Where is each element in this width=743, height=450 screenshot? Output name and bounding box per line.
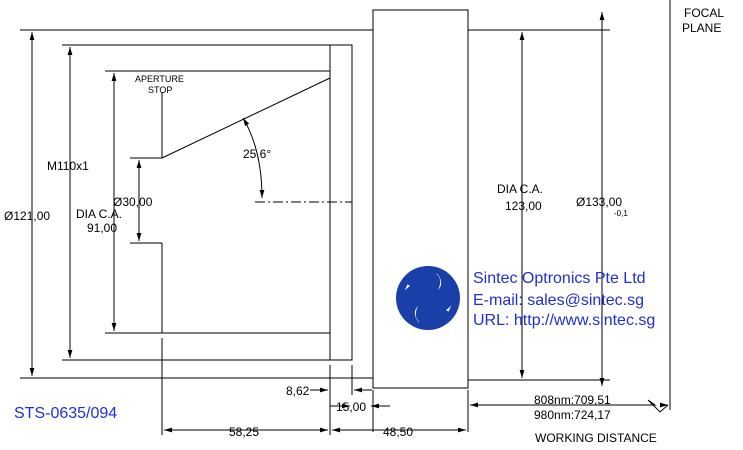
dim-15-00: 15,00 — [336, 400, 366, 414]
diameter-133-label: Ø133,00 — [576, 195, 622, 209]
dimension-texts: FOCAL PLANE APERTURE STOP M110x1 Ø121,00… — [4, 6, 724, 445]
tolerance-label: -0,1 — [614, 209, 628, 218]
dim-58-25: 58,25 — [229, 425, 259, 439]
dim-8-62: 8,62 — [286, 384, 310, 398]
aperture-stop-label-2: STOP — [148, 85, 172, 95]
angle-label: 25,6° — [243, 147, 271, 161]
focal-plane-label-1: FOCAL — [684, 6, 724, 20]
thread-label: M110x1 — [47, 159, 89, 173]
company-info: Sintec Optronics Pte Ltd E-mail: sales@s… — [473, 270, 655, 329]
aperture-stop-label-1: APERTURE — [135, 74, 184, 84]
right-clear-aperture-label: DIA C.A. — [497, 182, 543, 196]
outer-diameter-label: Ø121,00 — [4, 209, 50, 223]
stop-diameter-label: Ø30,00 — [113, 195, 153, 209]
company-logo — [396, 266, 460, 330]
dimension-lines — [29, 12, 669, 433]
part-number: STS-0635/094 — [14, 405, 117, 422]
dim-48-50: 48,50 — [383, 425, 413, 439]
left-clear-aperture-label: DIA C.A. — [76, 207, 122, 221]
working-distance-980: 980nm:724,17 — [534, 408, 611, 422]
working-distance-808: 808nm:709,51 — [534, 393, 611, 407]
left-clear-aperture-value: 91,00 — [87, 221, 117, 235]
company-email: E-mail: sales@sintec.sg — [473, 292, 644, 309]
company-name: Sintec Optronics Pte Ltd — [473, 270, 646, 287]
working-distance-label: WORKING DISTANCE — [535, 431, 657, 445]
right-clear-aperture-value: 123,00 — [505, 199, 542, 213]
company-url: URL: http://www.sintec.sg — [473, 312, 655, 329]
focal-plane-label-2: PLANE — [682, 21, 721, 35]
